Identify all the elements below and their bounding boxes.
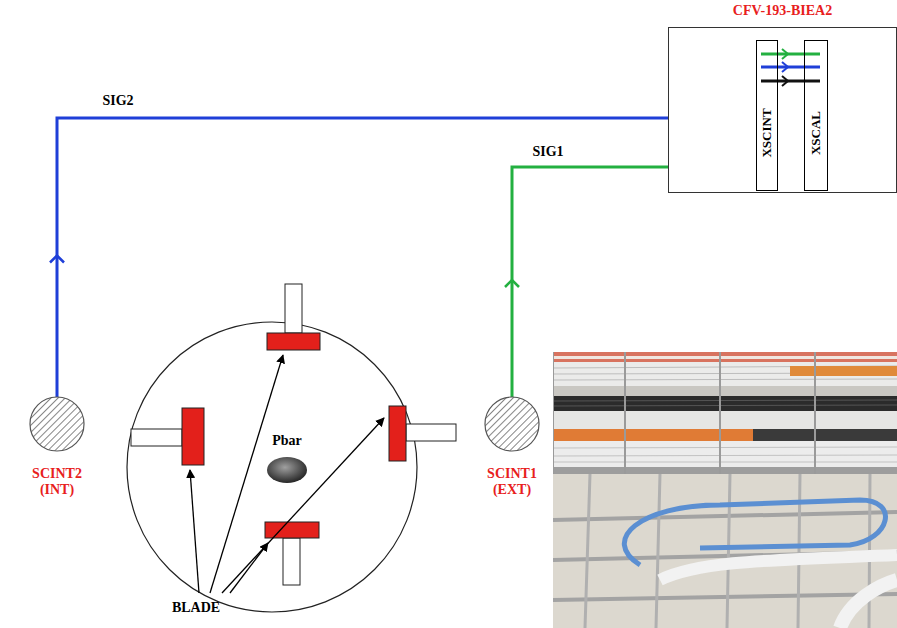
- leader-line: [230, 543, 268, 593]
- antiproton-beam: [267, 457, 307, 483]
- scintillator-circle: [485, 397, 539, 451]
- signal-cable: [57, 118, 668, 397]
- direction-chevron: [782, 49, 788, 59]
- scintillator-circle: [30, 397, 84, 451]
- scintillator-symbol: [479, 396, 545, 454]
- blade-stem: [283, 538, 300, 585]
- signal-cable: [512, 167, 668, 397]
- direction-chevron: [782, 76, 788, 86]
- cable-tray-photo: [553, 352, 897, 628]
- terminal-strip: XSCINT: [756, 40, 778, 191]
- signal-arrows: [669, 28, 897, 194]
- part-name: Pbar: [272, 433, 302, 449]
- box-heading: CFV-193-BIEA2: [669, 3, 896, 19]
- direction-chevron: [782, 62, 788, 72]
- scintillator-label: SCINT2 (INT): [24, 466, 90, 498]
- signal-line: [761, 53, 820, 56]
- blade-stem: [285, 284, 302, 333]
- blade-group: [131, 284, 456, 585]
- direction-chevron: [50, 256, 64, 263]
- blade: [389, 406, 406, 461]
- blade: [265, 522, 319, 538]
- blade: [182, 408, 204, 465]
- signal-name: SIG2: [102, 93, 133, 109]
- strip-label: XSCINT: [760, 109, 775, 158]
- blade-pointers: [190, 355, 384, 593]
- signal-name: SIG1: [532, 144, 563, 160]
- blade-stem: [131, 429, 182, 446]
- signal-line: [761, 80, 820, 83]
- scintillator-label: SCINT1 (EXT): [479, 466, 545, 498]
- part-name: BLADE: [172, 600, 220, 616]
- leader-line: [222, 418, 384, 593]
- strip-label: XSCAL: [809, 111, 824, 155]
- leader-line: [190, 470, 199, 593]
- direction-chevron: [505, 280, 519, 287]
- signal-line: [761, 66, 820, 69]
- scintillator: SCINT2 (INT): [24, 396, 90, 498]
- beam-pipe: [127, 322, 417, 612]
- blade-stem: [406, 424, 456, 441]
- blade: [267, 333, 320, 350]
- scintillator: SCINT1 (EXT): [479, 396, 545, 498]
- junction-box: CFV-193-BIEA2XSCINTXSCAL: [668, 27, 897, 193]
- scintillator-symbol: [24, 396, 90, 454]
- terminal-strip: XSCAL: [804, 40, 828, 191]
- leader-line: [210, 355, 283, 593]
